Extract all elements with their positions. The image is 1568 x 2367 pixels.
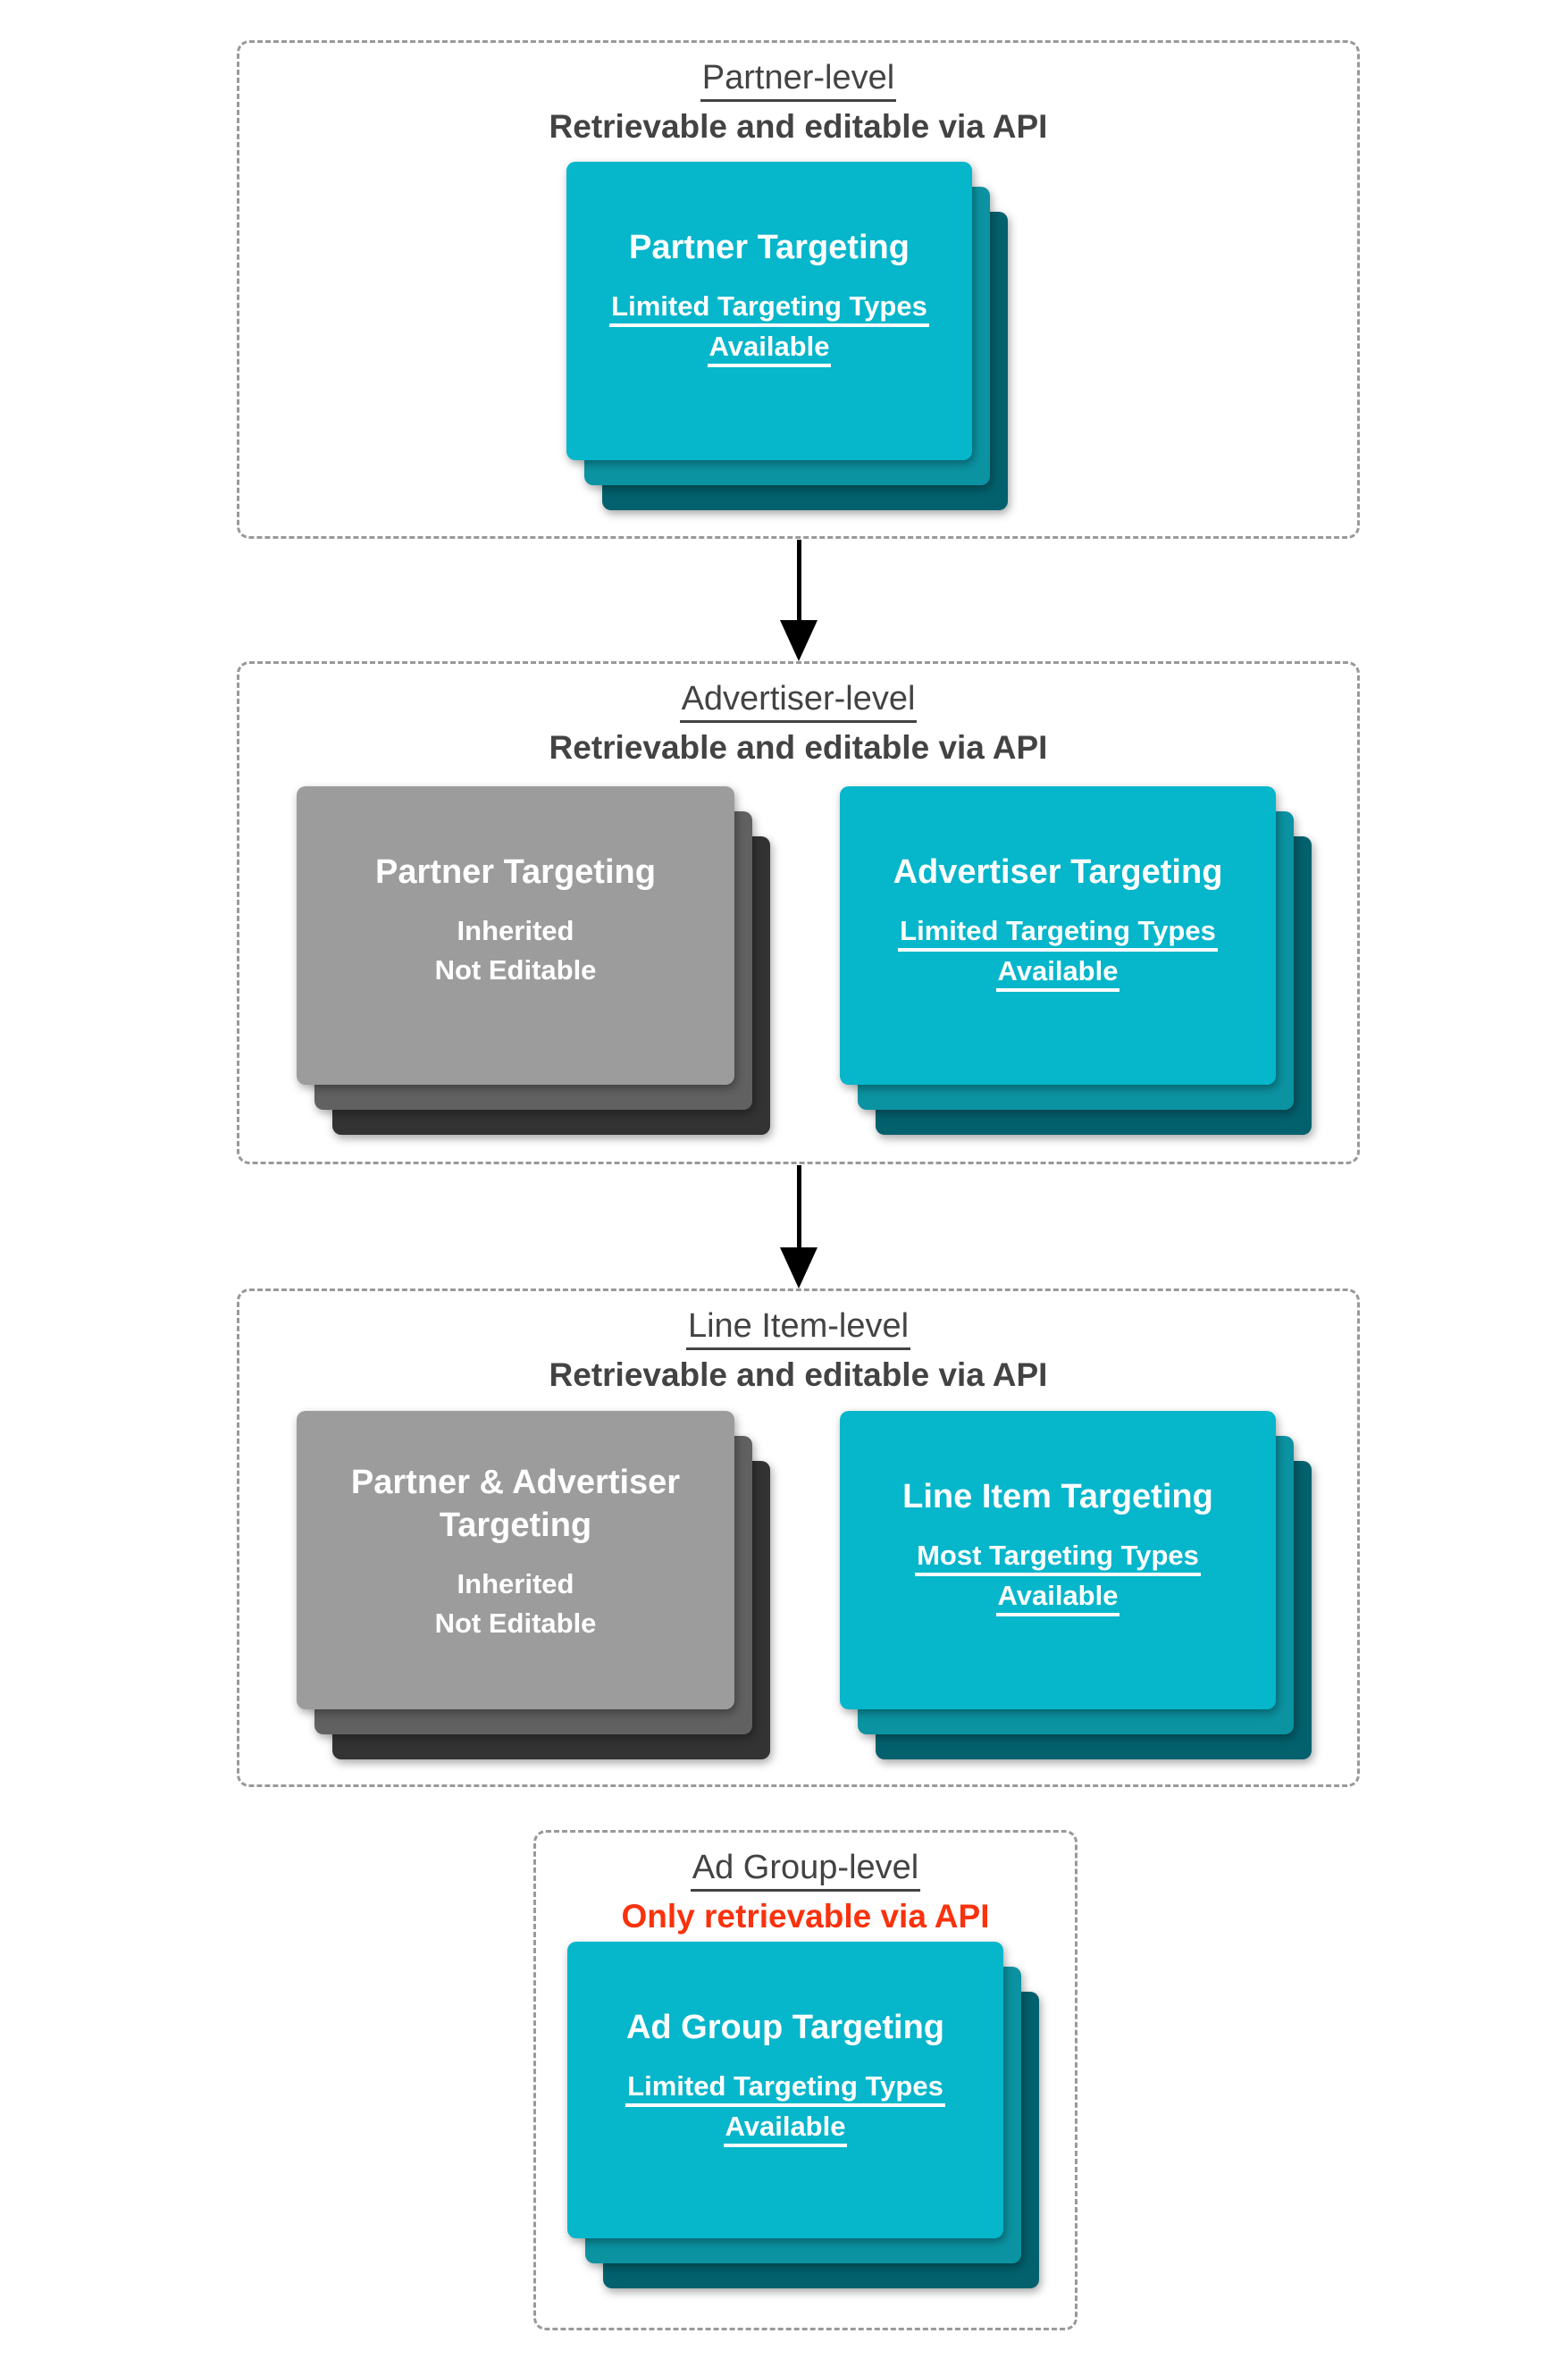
card-subtitle-line: Limited Targeting Types (609, 290, 929, 327)
card-subtitle-line: Most Targeting Types (915, 1539, 1201, 1576)
arrow-head (780, 1247, 818, 1288)
section-partner-level: Partner-level Retrievable and editable v… (237, 40, 1360, 539)
card-title: Partner Targeting (375, 853, 656, 891)
flow-down-arrow-1 (779, 540, 818, 661)
section-title-text: Partner-level (700, 58, 897, 102)
section-title: Advertiser-level (239, 676, 1357, 723)
card-stack-line-item-targeting: Line Item Targeting Most Targeting Types… (840, 1411, 1312, 1759)
card-stack-partner-targeting: Partner Targeting Limited Targeting Type… (566, 162, 1008, 510)
card-subtitle: Inherited Not Editable (322, 911, 709, 990)
card-subtitle-line: Available (707, 330, 832, 367)
arrow-head (780, 620, 818, 661)
card-subtitle-line: Not Editable (434, 1607, 597, 1639)
section-title: Ad Group-level (536, 1845, 1075, 1892)
section-title-text: Line Item-level (685, 1306, 911, 1350)
card-title: Partner Targeting (629, 229, 910, 266)
card-subtitle-line: Not Editable (434, 954, 597, 986)
section-subtitle: Retrievable and editable via API (549, 108, 1048, 145)
card-partner-targeting: Partner Targeting Limited Targeting Type… (566, 162, 972, 460)
card-stack-ad-group-targeting: Ad Group Targeting Limited Targeting Typ… (567, 1942, 1039, 2288)
card-line-item-targeting: Line Item Targeting Most Targeting Types… (840, 1411, 1276, 1709)
card-partner-advertiser-targeting-inherited: Partner & Advertiser Targeting Inherited… (297, 1411, 734, 1709)
card-subtitle-line: Inherited (457, 915, 574, 946)
card-subtitle: Inherited Not Editable (322, 1565, 709, 1643)
card-stack-advertiser-targeting: Advertiser Targeting Limited Targeting T… (840, 786, 1312, 1135)
card-subtitle-line: Limited Targeting Types (898, 914, 1218, 952)
section-subtitle: Retrievable and editable via API (549, 729, 1048, 766)
section-title: Partner-level (239, 55, 1357, 102)
card-subtitle-line: Available (723, 2110, 848, 2147)
card-advertiser-targeting: Advertiser Targeting Limited Targeting T… (840, 786, 1276, 1085)
flow-down-arrow-2 (779, 1165, 818, 1288)
card-title: Line Item Targeting (902, 1478, 1213, 1515)
arrow-shaft (796, 1165, 801, 1249)
card-subtitle: Most Targeting Types Available (865, 1536, 1251, 1616)
section-title-text: Advertiser-level (679, 679, 918, 723)
section-subtitle: Retrievable and editable via API (549, 1356, 1048, 1393)
section-ad-group-level: Ad Group-level Only retrievable via API … (533, 1830, 1077, 2330)
card-subtitle-line: Available (995, 1579, 1120, 1616)
card-stack-inherited-partner-advertiser-targeting: Partner & Advertiser Targeting Inherited… (297, 1411, 770, 1759)
section-subtitle: Only retrievable via API (621, 1898, 990, 1935)
card-title: Ad Group Targeting (625, 2009, 945, 2046)
card-subtitle-line: Limited Targeting Types (625, 2069, 945, 2107)
card-subtitle: Limited Targeting Types Available (591, 287, 947, 367)
card-stack-inherited-partner-targeting: Partner Targeting Inherited Not Editable (297, 786, 770, 1135)
card-title: Partner & Advertiser Targeting (350, 1464, 681, 1544)
card-subtitle-line: Available (995, 954, 1120, 992)
section-title-text: Ad Group-level (690, 1848, 921, 1892)
arrow-shaft (796, 540, 801, 622)
card-title: Advertiser Targeting (893, 853, 1223, 891)
card-subtitle: Limited Targeting Types Available (865, 911, 1251, 992)
card-subtitle-line: Inherited (457, 1568, 574, 1599)
card-ad-group-targeting: Ad Group Targeting Limited Targeting Typ… (567, 1942, 1003, 2238)
card-partner-targeting-inherited: Partner Targeting Inherited Not Editable (297, 786, 734, 1085)
section-title: Line Item-level (239, 1304, 1357, 1350)
card-subtitle: Limited Targeting Types Available (592, 2067, 978, 2147)
section-line-item-level: Line Item-level Retrievable and editable… (237, 1288, 1360, 1787)
section-advertiser-level: Advertiser-level Retrievable and editabl… (237, 661, 1360, 1164)
